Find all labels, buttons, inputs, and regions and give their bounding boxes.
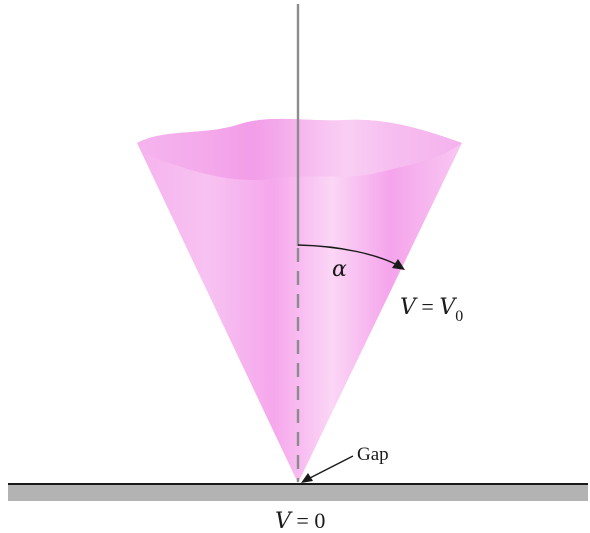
gap-label: Gap — [357, 444, 389, 465]
cone-potential-label: V = V0 — [400, 294, 463, 325]
angle-arrowhead — [392, 259, 405, 270]
ground-plane — [8, 484, 588, 501]
angle-label: α — [332, 257, 347, 282]
gap-pointer-line — [305, 455, 354, 481]
cone-body — [137, 118, 462, 483]
cone-rim — [137, 118, 462, 181]
gap-arrowhead — [301, 473, 313, 483]
plane-potential-label: V = 0 — [275, 508, 325, 533]
angle-arc — [297, 244, 402, 268]
